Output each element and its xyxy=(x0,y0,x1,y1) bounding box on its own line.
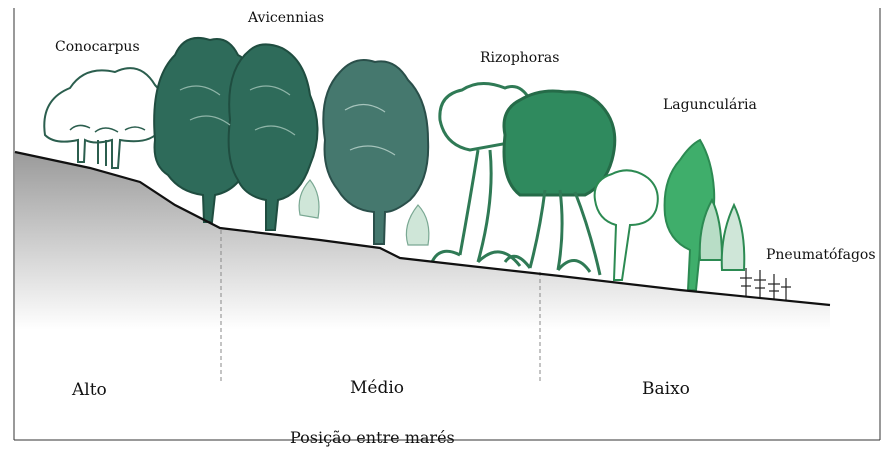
zone-label-medio: Médio xyxy=(350,380,404,397)
avicennia-trees xyxy=(154,38,317,230)
label-avicennias: Avicennias xyxy=(248,11,324,25)
zone-label-baixo: Baixo xyxy=(642,381,690,398)
label-laguncularia: Lagunculária xyxy=(663,98,757,112)
label-pneumatoforos: Pneumatófagos xyxy=(766,248,876,262)
label-rizophoras: Rizophoras xyxy=(480,51,559,65)
zone-label-alto: Alto xyxy=(72,382,107,399)
label-conocarpus: Conocarpus xyxy=(55,40,140,54)
axis-label: Posição entre marés xyxy=(290,430,455,446)
pneumatophores xyxy=(740,268,791,300)
laguncularia-trees xyxy=(595,140,745,290)
conocarpus-trees xyxy=(44,68,164,168)
rizophora-trees xyxy=(432,83,615,275)
